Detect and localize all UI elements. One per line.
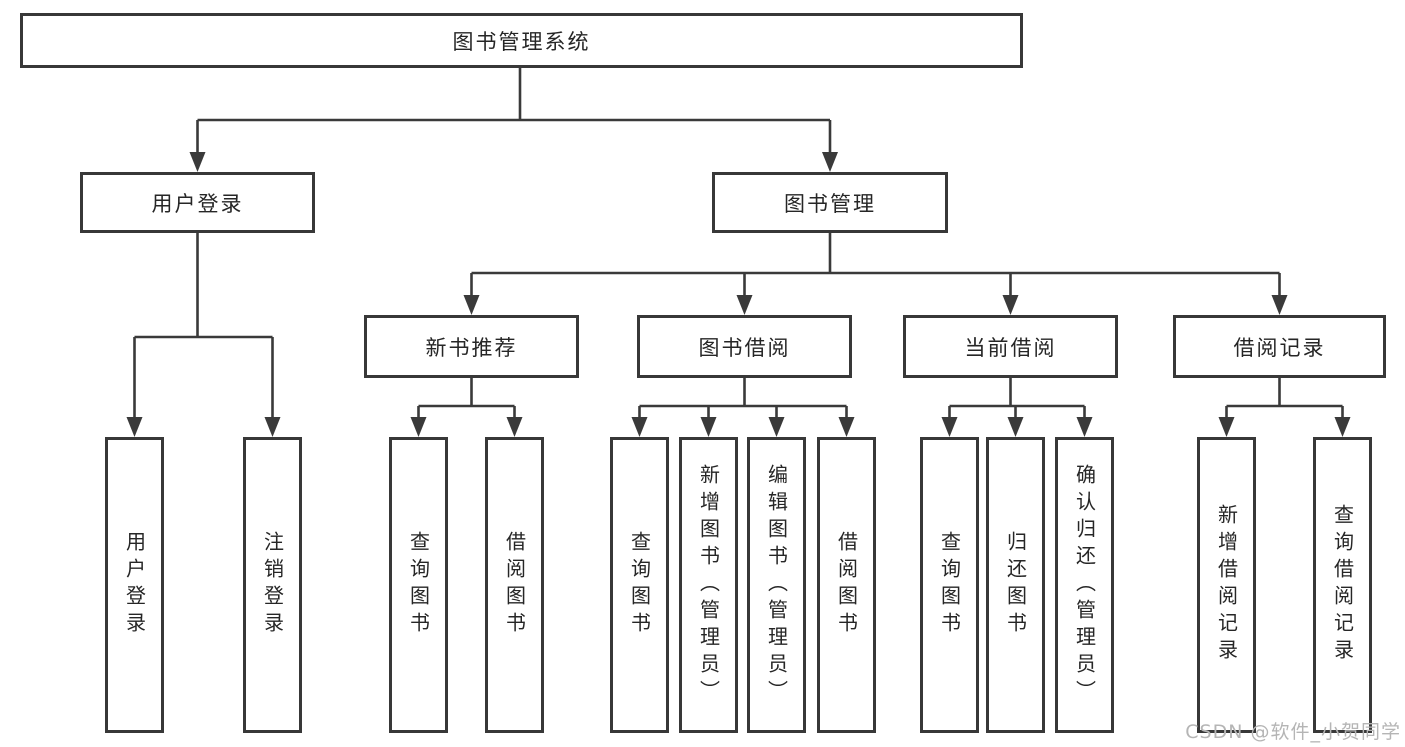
- node-label: 新书推荐: [425, 335, 518, 360]
- leaf-label: 查询图书: [406, 531, 431, 639]
- node-book-management: 图书管理: [712, 172, 948, 233]
- connector-borrow-children: [631, 376, 855, 437]
- leaf-borrow-add-book-admin: 新增图书（管理员）: [679, 437, 738, 733]
- leaf-label: 借阅图书: [502, 531, 527, 639]
- leaf-recommend-borrow-book: 借阅图书: [485, 437, 544, 733]
- leaf-recommend-query-book: 查询图书: [389, 437, 448, 733]
- connector-root-to-level2: [189, 66, 838, 172]
- leaf-label: 新增借阅记录: [1214, 504, 1239, 666]
- connector-records-children: [1218, 376, 1351, 437]
- node-library-management-system: 图书管理系统: [20, 13, 1023, 68]
- node-label: 图书管理: [784, 191, 876, 216]
- leaf-borrow-query-book: 查询图书: [610, 437, 669, 733]
- leaf-borrow-edit-book-admin: 编辑图书（管理员）: [747, 437, 806, 733]
- leaf-user-login: 用户登录: [105, 437, 164, 733]
- node-label: 图书管理系统: [452, 29, 591, 54]
- node-book-borrow: 图书借阅: [637, 315, 852, 378]
- leaf-label: 编辑图书（管理员）: [764, 463, 789, 707]
- leaf-label: 新增图书（管理员）: [696, 463, 721, 707]
- node-user-login: 用户登录: [80, 172, 315, 233]
- node-label: 图书借阅: [698, 335, 791, 360]
- connector-user-login-children: [126, 231, 281, 437]
- node-label: 借阅记录: [1233, 335, 1326, 360]
- csdn-watermark: CSDN @软件_小贺同学: [1185, 721, 1401, 743]
- node-current-borrow: 当前借阅: [903, 315, 1118, 378]
- connector-recommend-children: [410, 376, 523, 437]
- leaf-current-confirm-return-admin: 确认归还（管理员）: [1055, 437, 1114, 733]
- leaf-logout-login: 注销登录: [243, 437, 302, 733]
- leaf-label: 确认归还（管理员）: [1072, 463, 1097, 707]
- leaf-label: 查询图书: [627, 531, 652, 639]
- node-new-book-recommend: 新书推荐: [364, 315, 579, 378]
- node-label: 用户登录: [151, 191, 244, 216]
- connector-book-manage-children: [463, 231, 1288, 315]
- leaf-current-return-book: 归还图书: [986, 437, 1045, 733]
- connector-current-borrow-children: [941, 376, 1093, 437]
- leaf-label: 查询图书: [937, 531, 962, 639]
- leaf-label: 注销登录: [260, 531, 285, 639]
- leaf-records-query-borrow-record: 查询借阅记录: [1313, 437, 1372, 733]
- leaf-label: 用户登录: [122, 531, 147, 639]
- node-borrow-records: 借阅记录: [1173, 315, 1386, 378]
- leaf-label: 查询借阅记录: [1330, 504, 1355, 666]
- leaf-label: 借阅图书: [834, 531, 859, 639]
- leaf-records-add-borrow-record: 新增借阅记录: [1197, 437, 1256, 733]
- leaf-borrow-borrow-book: 借阅图书: [817, 437, 876, 733]
- node-label: 当前借阅: [964, 335, 1057, 360]
- leaf-label: 归还图书: [1003, 531, 1028, 639]
- leaf-current-query-book: 查询图书: [920, 437, 979, 733]
